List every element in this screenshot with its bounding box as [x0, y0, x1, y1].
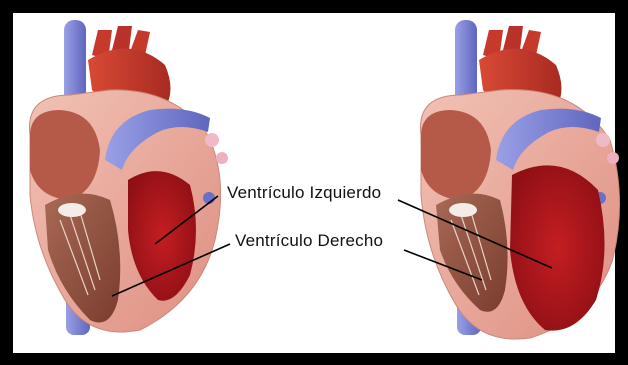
tricuspid-valve: [58, 203, 86, 217]
label-right-ventricle: Ventrículo Derecho: [235, 231, 383, 251]
tricuspid-valve: [449, 203, 477, 217]
pulmonary-vein: [607, 152, 619, 164]
label-left-ventricle: Ventrículo Izquierdo: [227, 183, 381, 203]
pulmonary-vein: [205, 133, 219, 147]
pulmonary-vein: [216, 152, 228, 164]
heart-right: [421, 20, 620, 339]
pulmonary-vein: [596, 133, 610, 147]
